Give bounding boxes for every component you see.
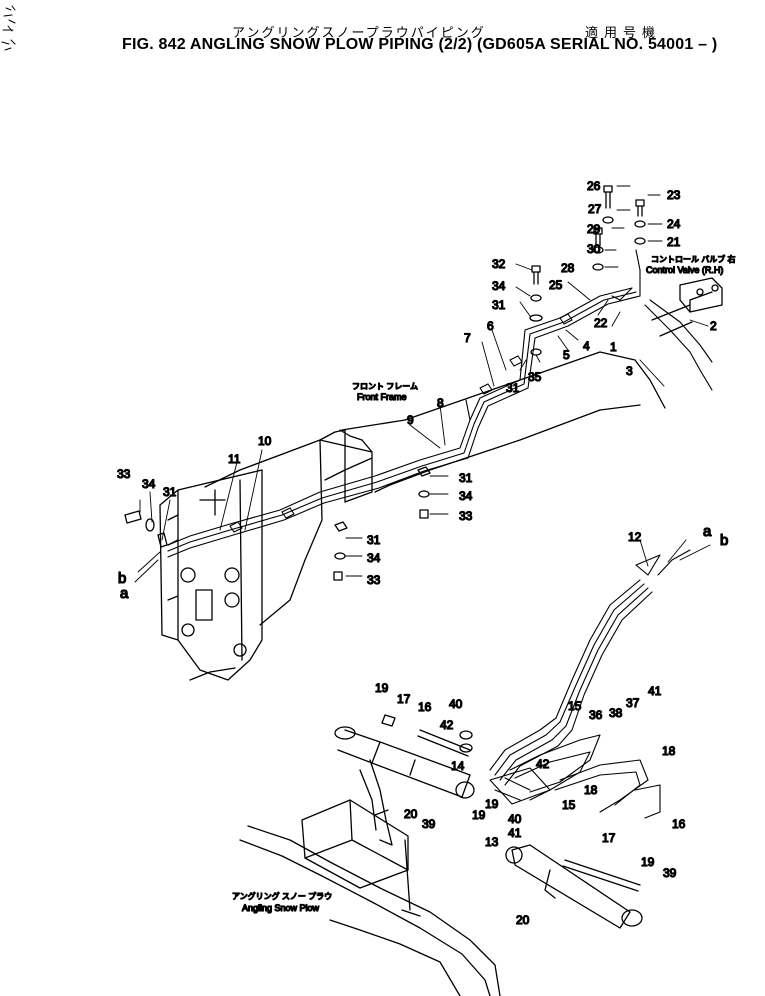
callout-number: 31 [163, 485, 177, 499]
connection-b-left: b [118, 570, 126, 587]
callout-number: 30 [587, 242, 601, 256]
callout-number: 42 [440, 718, 454, 732]
callout-number: 29 [587, 222, 601, 236]
callout-number: 5 [563, 348, 570, 362]
callout-number: 16 [418, 700, 432, 714]
callout-number: 28 [561, 261, 575, 275]
callout-number: 31 [459, 471, 473, 485]
callout-number: 33 [117, 467, 131, 481]
callout-number: 18 [584, 783, 598, 797]
front-frame-label-japanese: フロント フレーム [352, 382, 418, 391]
callout-number: 34 [142, 477, 156, 491]
angling-cylinders [334, 714, 643, 929]
front-frame-label: Front Frame [357, 392, 407, 402]
callout-number: 15 [562, 798, 576, 812]
connection-b-right: b [720, 532, 728, 549]
callout-number: 40 [508, 812, 522, 826]
callout-number: 19 [375, 681, 389, 695]
callout-number: 40 [449, 697, 463, 711]
callout-number: 41 [508, 826, 522, 840]
callout-number: 24 [667, 217, 681, 231]
callout-number: 34 [492, 279, 506, 293]
callout-number: 11 [228, 452, 241, 466]
callout-number: 23 [667, 188, 681, 202]
control-valve-bracket [651, 277, 723, 337]
callout-number: 1 [610, 340, 617, 354]
control-valve-label-japanese: コントロール バルブ 右 [651, 254, 735, 264]
callout-number: 20 [516, 913, 530, 927]
callout-number: 36 [589, 708, 603, 722]
callout-number: 34 [459, 489, 473, 503]
callout-number: 16 [672, 817, 686, 831]
callout-number: 19 [641, 855, 655, 869]
callout-number: 8 [437, 396, 444, 410]
callout-number: 33 [367, 573, 381, 587]
scan-noise [1, 5, 16, 51]
callout-number: 20 [404, 807, 418, 821]
callout-number: 31 [506, 381, 520, 395]
callout-number: 27 [588, 202, 602, 216]
callout-number: 13 [485, 835, 499, 849]
front-frame-drawing [159, 351, 666, 681]
callout-number: 26 [587, 179, 601, 193]
callout-number: 9 [407, 413, 414, 427]
callout-number: 3 [626, 364, 633, 378]
callout-number: 42 [536, 757, 550, 771]
callout-number: 38 [609, 706, 623, 720]
figure-title: FIG. 842 ANGLING SNOW PLOW PIPING (2/2) … [122, 36, 718, 53]
callout-number: 22 [594, 316, 608, 330]
callout-number: 4 [583, 339, 590, 353]
callout-number: 33 [459, 509, 473, 523]
callout-number: 25 [549, 278, 563, 292]
angling-snow-plow-label-japanese: アングリング スノー プラウ [232, 891, 332, 901]
applicability-label-japanese: 適用号機 [585, 25, 662, 40]
callout-number: 21 [667, 235, 681, 249]
callout-number: 2 [710, 319, 717, 333]
callout-number: 37 [626, 696, 640, 710]
callout-leaders [134, 185, 711, 583]
callout-number: 18 [662, 744, 676, 758]
callout-number: 32 [492, 257, 506, 271]
callout-number: 17 [397, 692, 411, 706]
callout-number: 15 [568, 699, 582, 713]
callout-number: 12 [628, 530, 642, 544]
upper-fasteners [124, 185, 646, 581]
lower-hose-assembly [489, 549, 691, 819]
callout-number: 10 [258, 434, 272, 448]
control-valve-label: Control Valve (R.H) [646, 265, 723, 275]
callout-number: 35 [528, 370, 542, 384]
callout-number: 34 [367, 551, 381, 565]
figure-title-japanese: アングリングスノープラウパイピング [232, 25, 486, 40]
callout-number: 41 [648, 684, 662, 698]
callout-number: 6 [487, 319, 494, 333]
callout-number: 14 [451, 759, 465, 773]
hydraulic-lines [167, 249, 713, 558]
callout-number: 39 [422, 817, 436, 831]
angling-snow-plow-label: Angling Snow Plow [242, 903, 320, 913]
callout-number: 31 [367, 533, 381, 547]
callout-number: 39 [663, 866, 677, 880]
angling-snow-plow-drawing [239, 759, 501, 996]
callout-number: 31 [492, 298, 506, 312]
callout-number: 7 [464, 331, 471, 345]
callout-number: 19 [472, 808, 486, 822]
callout-number: 19 [485, 797, 499, 811]
connection-a-right: a [703, 523, 712, 540]
callout-number: 17 [602, 831, 616, 845]
connection-a-left: a [120, 585, 129, 602]
